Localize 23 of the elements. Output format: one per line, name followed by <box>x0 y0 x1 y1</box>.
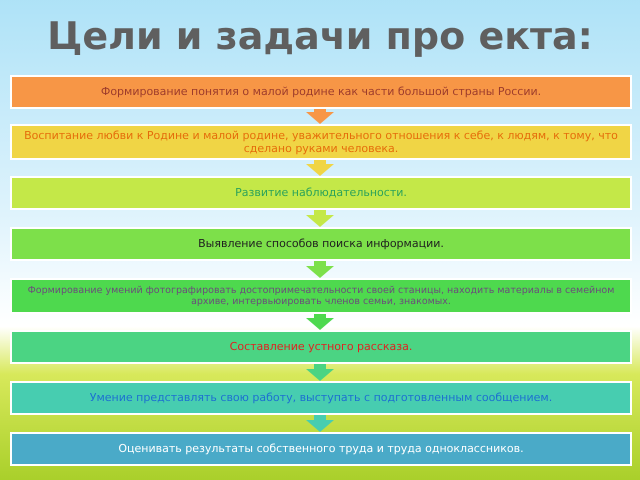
arrow <box>306 109 334 124</box>
arrow <box>306 364 334 381</box>
step-box <box>10 432 632 466</box>
step-text: Формирование понятия о малой родине как части большой страны России. <box>100 85 542 99</box>
slide-title: Цели и задачи про екта: <box>46 13 594 60</box>
step-text: Выявление способов поиска информации. <box>198 237 444 251</box>
arrow <box>306 261 334 278</box>
step-box <box>10 330 632 364</box>
arrow <box>306 160 334 176</box>
step-box <box>10 381 632 415</box>
arrow <box>306 314 334 330</box>
step-text: Развитие наблюдательности. <box>235 186 407 200</box>
step-box <box>10 227 632 261</box>
step-box <box>10 176 632 210</box>
step-box <box>10 124 632 160</box>
arrow <box>306 210 334 227</box>
step-text: Воспитание любви к Родине и малой родине, уважительного отношения к себе, к людям, к тому, что сделано руками человека. <box>23 128 619 156</box>
step-text: Умение представлять свою работу, выступать с подготовленным сообщением. <box>90 391 552 405</box>
step-box <box>10 278 632 314</box>
step-text: Оценивать результаты собственного труда и труда одноклассников. <box>118 442 524 456</box>
step-text: Составление устного рассказа. <box>230 340 412 354</box>
step-box <box>10 75 632 109</box>
step-text: Формирование умений фотографировать достопримечательности своей станицы, находить материалы в семейном архиве, интервьюировать членов семьи, знакомых. <box>26 284 616 308</box>
